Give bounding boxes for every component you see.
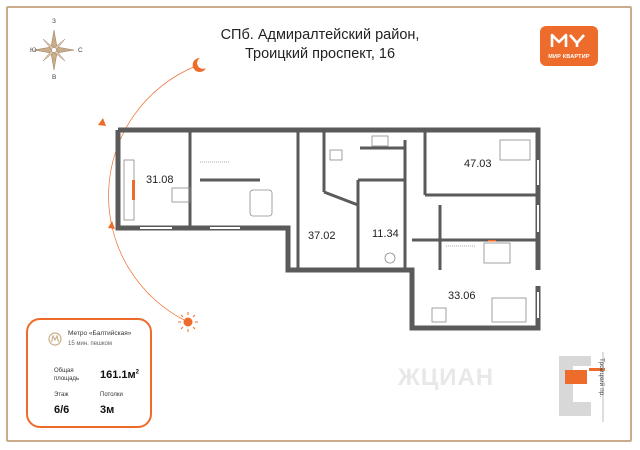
street-label: Троицкий пр. <box>598 358 605 398</box>
compass-rose-icon <box>33 29 75 71</box>
compass-east: С <box>78 47 83 54</box>
apartment-highlight <box>565 370 587 384</box>
room-area-label: 37.02 <box>308 230 336 242</box>
compass-south: В <box>52 74 57 81</box>
room-area-label: 33.06 <box>448 290 476 302</box>
location-minimap <box>559 352 605 422</box>
area-unit-sup: 2 <box>135 369 140 376</box>
brand-logo: МИР КВАРТИР <box>540 26 598 66</box>
area-number: 161.1м <box>100 369 136 381</box>
compass-north: З <box>52 18 56 25</box>
logo-mark-icon <box>550 33 585 47</box>
room-area-label: 11.34 <box>372 228 399 240</box>
metro-icon <box>48 332 62 346</box>
ceiling-value: 3м <box>100 404 115 416</box>
floor-value: 6/6 <box>54 404 70 416</box>
sun-path-arrow-icon <box>108 221 115 229</box>
compass-west: Ю <box>30 47 37 54</box>
moon-icon <box>192 57 206 72</box>
address-line1: СПб. Адмиралтейский район, <box>220 27 420 43</box>
logo-text: МИР КВАРТИР <box>548 54 590 60</box>
ceiling-label: Потолки <box>100 392 123 398</box>
page-frame <box>6 6 632 442</box>
floor-label: Этаж <box>54 392 69 398</box>
area-value: 161.1м2 <box>100 369 139 381</box>
sun-path-arrow-icon <box>98 118 106 126</box>
address-title: СПб. Адмиралтейский район, Троицкий прос… <box>200 26 440 64</box>
room-area-label: 47.03 <box>464 158 492 170</box>
sun-path-arc <box>108 65 197 323</box>
info-card: Метро «Балтийская» 15 мин. пешком Общая … <box>26 318 152 428</box>
room-area-label: 31.08 <box>146 174 174 186</box>
metro-station: Метро «Балтийская» <box>68 330 132 337</box>
compass: З Ю С В <box>24 18 100 82</box>
address-line2: Троицкий проспект, 16 <box>244 46 396 62</box>
watermark: ЖЦИАН <box>398 364 495 391</box>
area-label: Общая площадь <box>54 368 80 382</box>
metro-walk-time: 15 мин. пешком <box>68 341 113 347</box>
sun-icon <box>178 312 198 332</box>
